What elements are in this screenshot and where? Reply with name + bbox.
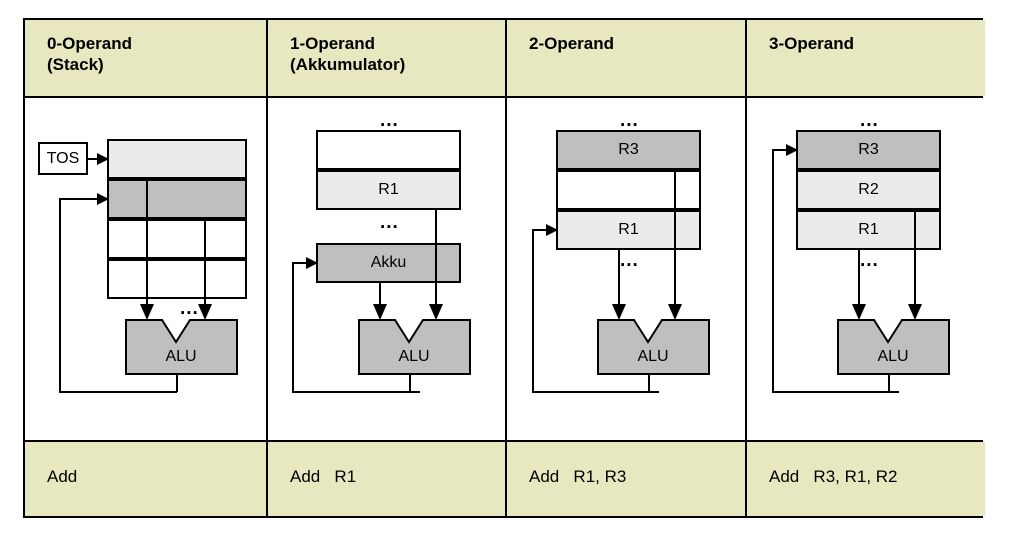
header-line1: 0-Operand: [47, 34, 133, 53]
tos-box: TOS: [38, 142, 88, 175]
alu-feedback-arrowhead: [306, 257, 318, 269]
alu-shape: [597, 319, 710, 375]
alu-shape: [837, 319, 950, 375]
operand-format-table: 0-Operand(Stack) 1-Operand(Akkumulator) …: [23, 18, 985, 518]
instruction-cell-two-operand: Add R1, R3: [505, 442, 745, 516]
tos-arrowhead: [97, 153, 109, 165]
memory-cell-0: [316, 130, 461, 170]
instruction-three-operand: Add R3, R1, R2: [769, 467, 898, 486]
header-label-two-operand: 2-Operand: [529, 34, 615, 53]
table-body-row: TOS ...: [25, 98, 985, 442]
stack-ellipsis: ...: [180, 298, 199, 319]
memory-ellipsis-top: ...: [380, 110, 399, 131]
alu-feedback-path: [532, 229, 659, 393]
alu-feedback-path: [59, 198, 177, 393]
alu-label: ALU: [877, 348, 908, 365]
alu-shape: [358, 319, 471, 375]
register-cell-r3-label: R3: [618, 141, 639, 158]
alu-feedback-arrowhead: [546, 224, 558, 236]
instruction-one-operand: Add R1: [290, 467, 357, 486]
instruction-zero-operand: Add: [47, 467, 78, 486]
tos-label: TOS: [46, 149, 80, 167]
header-line1: 1-Operand: [290, 34, 376, 53]
instruction-cell-zero-operand: Add: [25, 442, 266, 516]
stack-cell-3: [107, 259, 247, 299]
register-cell-r1: R1: [796, 210, 941, 250]
alu-feedback-arrowhead: [786, 144, 798, 156]
diagram-cell-three-operand: ... R3 R2 R1 ...: [745, 98, 985, 440]
register-ellipsis-bottom: ...: [620, 250, 639, 271]
alu-feedback-path: [772, 149, 899, 393]
memory-cell-r1: R1: [316, 170, 461, 210]
alu-feedback-path: [292, 262, 420, 393]
register-ellipsis-bottom: ...: [860, 250, 879, 271]
register-cell-empty: [556, 170, 701, 210]
memory-cell-r1-label: R1: [378, 181, 399, 198]
instruction-cell-three-operand: Add R3, R1, R2: [745, 442, 985, 516]
instruction-two-operand: Add R1, R3: [529, 467, 627, 486]
header-label-zero-operand: 0-Operand (Stack): [47, 33, 132, 75]
two-operand-machine-diagram: ... R3 R1 ...: [507, 98, 745, 440]
memory-operand-arrowhead: [429, 304, 443, 320]
alu-label: ALU: [637, 348, 668, 365]
accumulator-operand-arrowhead: [373, 304, 387, 320]
register-ellipsis-top: ...: [860, 110, 879, 131]
operand-arrowhead-r2: [908, 304, 922, 320]
register-cell-r2-label: R2: [858, 181, 879, 198]
operand-arrowhead-r1: [612, 304, 626, 320]
stack-cell-1: [107, 179, 247, 219]
register-cell-r1-label: R1: [618, 221, 639, 238]
table-footer-row: Add Add R1 Add R1, R3 Add R3, R1, R2: [25, 442, 985, 516]
operand-arrowhead-r3: [668, 304, 682, 320]
header-cell-two-operand: 2-Operand: [505, 20, 745, 96]
accumulator-connector-lines: ALU: [292, 210, 471, 393]
register-ellipsis-top: ...: [620, 110, 639, 131]
two-operand-connector-lines: ALU: [532, 170, 710, 393]
table-header-row: 0-Operand(Stack) 1-Operand(Akkumulator) …: [25, 20, 985, 98]
diagram-cell-two-operand: ... R3 R1 ...: [505, 98, 745, 440]
operand-arrowhead-r1: [852, 304, 866, 320]
three-operand-machine-diagram: ... R3 R2 R1 ...: [747, 98, 985, 440]
alu-feedback-arrowhead: [97, 193, 109, 205]
accumulator-machine-diagram: ... R1 ... Akku: [268, 98, 505, 440]
memory-ellipsis-bottom: ...: [380, 212, 399, 233]
alu-shape: [125, 319, 238, 375]
register-cell-r3: R3: [556, 130, 701, 170]
header-label-one-operand: 1-Operand (Akkumulator): [290, 33, 405, 75]
header-label-three-operand: 3-Operand: [769, 34, 855, 53]
header-line2: (Stack): [47, 55, 104, 74]
header-cell-three-operand: 3-Operand: [745, 20, 985, 96]
diagram-cell-zero-operand: TOS ...: [25, 98, 266, 440]
alu-label: ALU: [398, 348, 429, 365]
register-cell-r3-label: R3: [858, 141, 879, 158]
instruction-cell-one-operand: Add R1: [266, 442, 505, 516]
header-line2: (Akkumulator): [290, 55, 406, 74]
three-operand-connector-lines: ALU: [772, 144, 950, 393]
stack-connector-lines: ALU: [59, 153, 238, 393]
stack-machine-diagram: TOS ...: [25, 98, 266, 440]
accumulator-label: Akku: [370, 254, 407, 271]
diagram-cell-one-operand: ... R1 ... Akku: [266, 98, 505, 440]
register-cell-r1-label: R1: [858, 221, 879, 238]
alu-label: ALU: [165, 348, 196, 365]
register-cell-r1: R1: [556, 210, 701, 250]
register-cell-r2: R2: [796, 170, 941, 210]
operand-arrowhead-right: [198, 304, 212, 320]
operand-arrowhead-left: [140, 304, 154, 320]
header-cell-zero-operand: 0-Operand (Stack): [25, 20, 266, 96]
stack-cell-2: [107, 219, 247, 259]
header-cell-one-operand: 1-Operand (Akkumulator): [266, 20, 505, 96]
